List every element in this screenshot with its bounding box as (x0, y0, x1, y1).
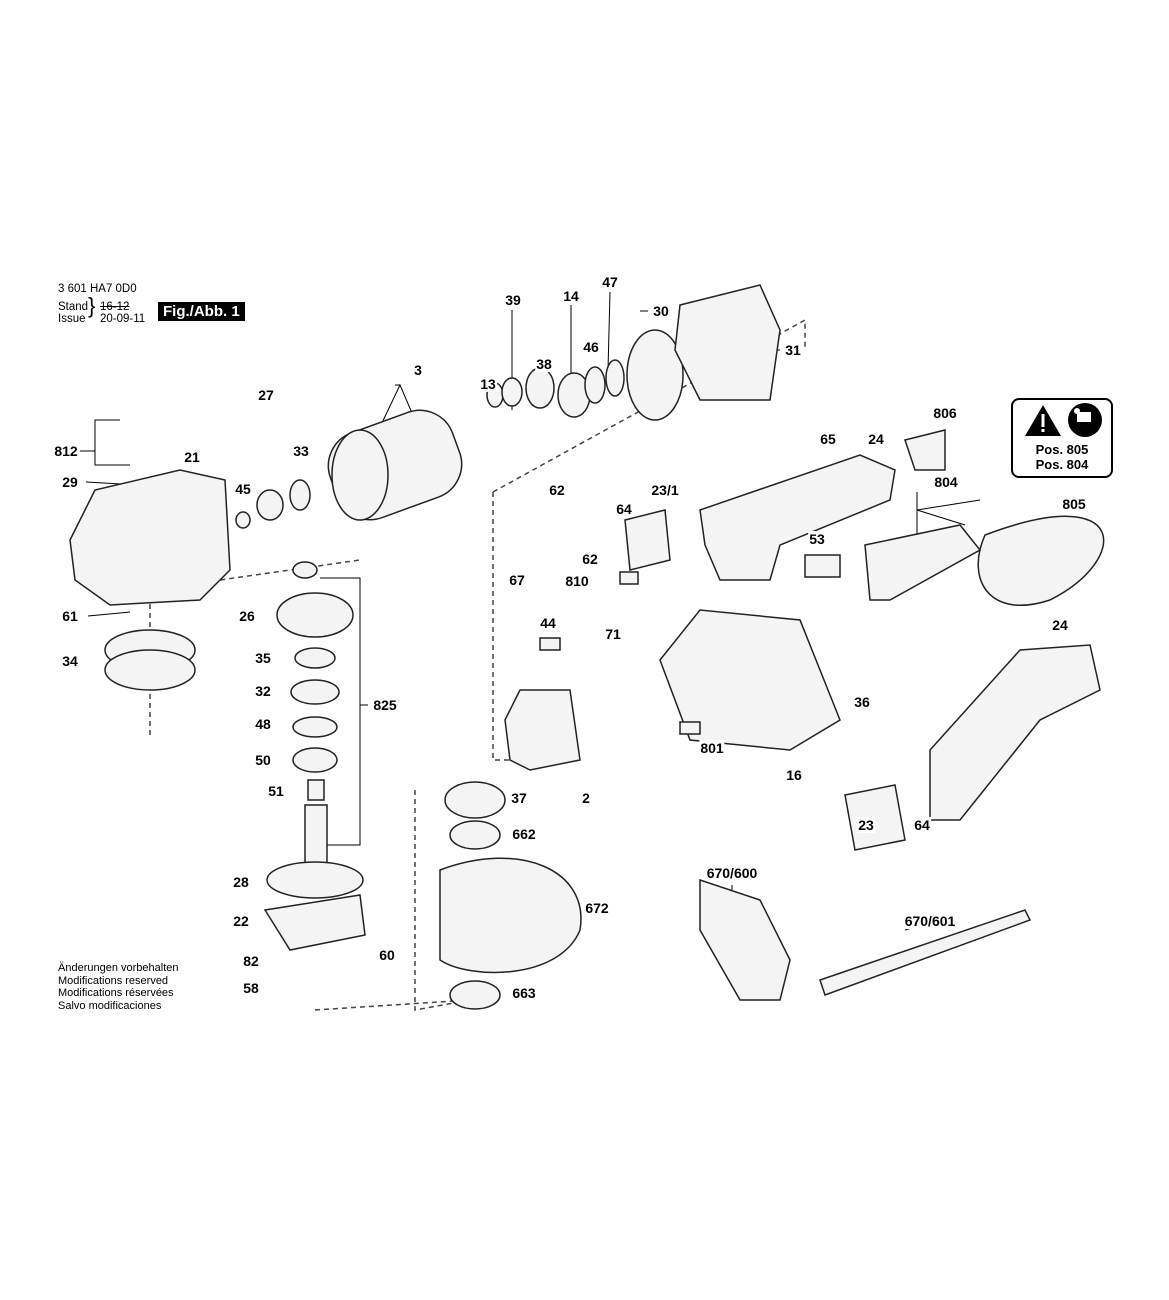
part-label: 670/600 (705, 865, 759, 881)
part-motor-housing-801 (659, 609, 841, 751)
part-label: 672 (584, 900, 610, 916)
part-label: 24 (867, 431, 885, 447)
part-label: 47 (601, 274, 619, 290)
part-air-guide-31 (674, 284, 781, 401)
part-label: 37 (510, 790, 528, 806)
part-label: 24 (1051, 617, 1069, 633)
part-label: 16 (785, 767, 803, 783)
part-label: 38 (535, 356, 553, 372)
part-label: 663 (511, 985, 537, 1001)
part-handle-24 (929, 644, 1101, 821)
part-label: 22 (232, 913, 250, 929)
part-label: 48 (254, 716, 272, 732)
modification-notes: Änderungen vorbehalten Modifications res… (58, 962, 178, 1012)
part-label: 3 (413, 362, 423, 378)
part-label: 810 (564, 573, 590, 589)
part-field-coil (504, 689, 581, 771)
part-label: 30 (652, 303, 670, 319)
part-label: 2 (581, 790, 591, 806)
part-label: 60 (378, 947, 396, 963)
part-label: 31 (784, 342, 802, 358)
note-de: Änderungen vorbehalten (58, 962, 179, 974)
part-label: 82 (242, 953, 260, 969)
part-label: 67 (508, 572, 526, 588)
part-label: 801 (699, 740, 725, 756)
part-label: 21 (183, 449, 201, 465)
part-label: 46 (582, 339, 600, 355)
part-spindle-28 (304, 804, 328, 866)
part-aux-handle (699, 878, 791, 1001)
part-label: 29 (61, 474, 79, 490)
part-label: 36 (853, 694, 871, 710)
part-gear-head-cover (69, 469, 231, 606)
part-label: 64 (615, 501, 633, 517)
part-sleeve-806 (904, 429, 946, 471)
issue-label: Issue (58, 313, 86, 325)
part-fan-30 (626, 329, 684, 421)
part-label: 806 (932, 405, 958, 421)
part-label: 62 (581, 551, 599, 567)
part-label: 14 (562, 288, 580, 304)
part-label: 50 (254, 752, 272, 768)
part-label: 62 (548, 482, 566, 498)
part-label: 35 (254, 650, 272, 666)
part-flange-26 (276, 592, 354, 638)
part-label: 34 (61, 653, 79, 669)
warning-box: Pos. 805 Pos. 804 (1011, 398, 1113, 478)
note-es: Salvo modificaciones (58, 999, 162, 1012)
note-fr: Modifications réservées (58, 987, 174, 999)
part-armature-fan (331, 429, 389, 521)
part-label: 804 (933, 474, 959, 490)
note-en: Modifications reserved (58, 974, 169, 987)
part-label: 39 (504, 292, 522, 308)
warning-pos-804: Pos. 804 (1035, 457, 1089, 472)
part-housing-handle-24 (699, 454, 896, 581)
part-label: 26 (238, 608, 256, 624)
part-label: 58 (242, 980, 260, 996)
part-label: 71 (604, 626, 622, 642)
part-label: 13 (479, 376, 497, 392)
part-guard-672 (439, 857, 582, 974)
figure-label: Fig./Abb. 1 (158, 302, 245, 321)
part-label: 44 (539, 615, 557, 631)
part-label: 32 (254, 683, 272, 699)
issue-value: 20-09-11 (100, 313, 146, 325)
part-label: 23/1 (650, 482, 680, 498)
part-number: 3 601 HA7 0D0 (58, 283, 137, 295)
part-label: 53 (808, 531, 826, 547)
brace: } (88, 293, 96, 318)
stand-value: 16-12 (100, 301, 130, 313)
part-label: 23 (857, 817, 875, 833)
part-label: 51 (267, 783, 285, 799)
part-label: 805 (1061, 496, 1087, 512)
warning-pos-805: Pos. 805 (1035, 442, 1089, 457)
part-label: 61 (61, 608, 79, 624)
part-label: 825 (372, 697, 398, 713)
part-label: 662 (511, 826, 537, 842)
part-bearing-flange-22 (263, 894, 366, 951)
part-label: 64 (913, 817, 931, 833)
part-label: 670/601 (903, 913, 957, 929)
part-label: 65 (819, 431, 837, 447)
warning-triangle-icon (1025, 403, 1102, 437)
part-label: 28 (232, 874, 250, 890)
part-wrench (819, 909, 1032, 996)
stand-label: Stand (58, 301, 89, 313)
part-switch-804 (864, 524, 982, 601)
part-label: 45 (234, 481, 252, 497)
part-label: 33 (292, 443, 310, 459)
part-cable-805 (977, 515, 1105, 606)
part-shapes (69, 284, 1105, 1010)
part-label: 812 (53, 443, 79, 459)
part-label: 27 (257, 387, 275, 403)
